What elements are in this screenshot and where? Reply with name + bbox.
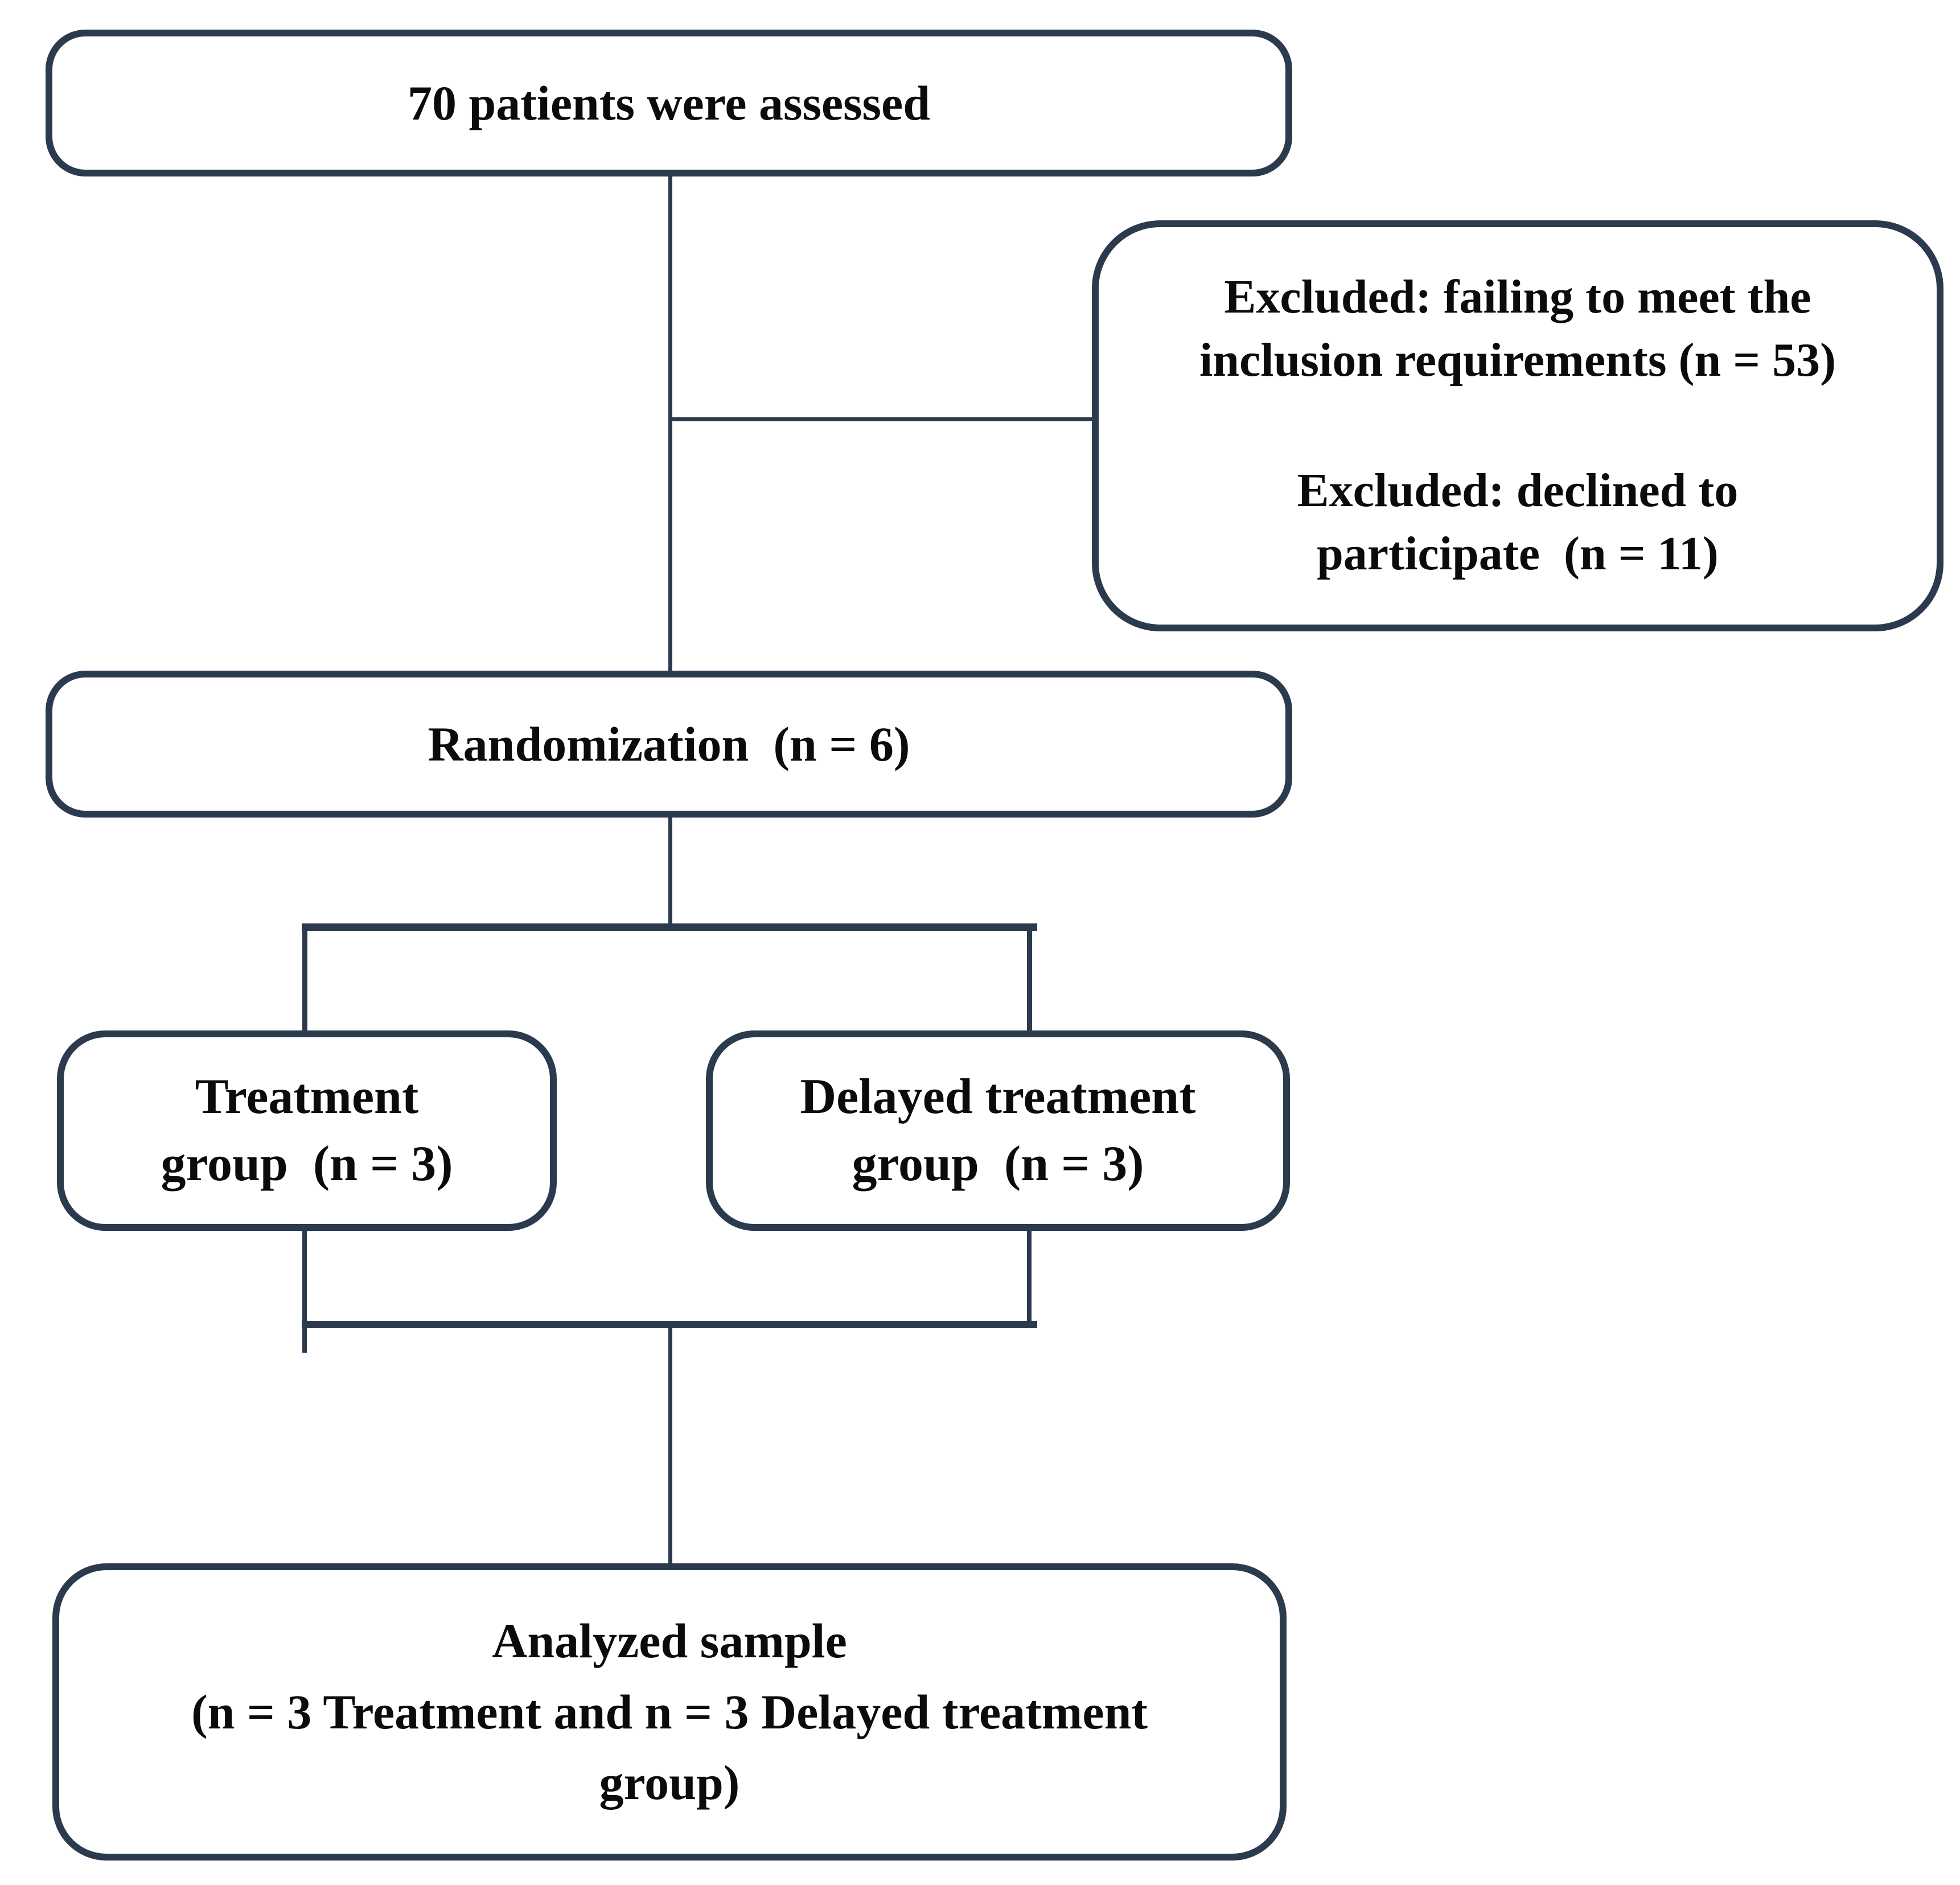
randomization-box: Randomization (n = 6) <box>46 671 1292 818</box>
excluded-box: Excluded: failing to meet the inclusion … <box>1092 220 1943 631</box>
assessed-text: 70 patients were assessed <box>407 76 931 130</box>
delayed-treatment-group-box: Delayed treatment group (n = 3) <box>706 1030 1290 1231</box>
connector-split-to-delayed <box>1027 928 1032 1033</box>
connector-merge-to-analyzed <box>668 1327 672 1566</box>
treatment-text-line: Treatment <box>195 1069 419 1125</box>
connector-merge-bar <box>302 1321 1037 1328</box>
connector-assessed-to-randomization <box>668 176 672 673</box>
connector-split-bar <box>302 923 1037 931</box>
connector-randomization-to-split <box>668 816 672 928</box>
analyzed-text-line: Analyzed sample <box>492 1613 847 1668</box>
excluded-text-line: inclusion requirements (n = 53) <box>1199 334 1836 387</box>
analyzed-sample-box: Analyzed sample (n = 3 Treatment and n =… <box>52 1563 1287 1861</box>
randomization-text: Randomization (n = 6) <box>428 717 910 771</box>
excluded-paragraph-2: Excluded: declined to participate (n = 1… <box>1297 459 1739 586</box>
excluded-text-line: Excluded: failing to meet the <box>1224 270 1811 324</box>
connector-treatment-to-merge <box>302 1229 307 1353</box>
treatment-text-line: group (n = 3) <box>161 1136 453 1192</box>
connector-split-to-treatment <box>302 928 307 1033</box>
analyzed-text-line: (n = 3 Treatment and n = 3 Delayed treat… <box>191 1684 1148 1739</box>
assessed-box: 70 patients were assessed <box>46 30 1292 176</box>
treatment-group-box: Treatment group (n = 3) <box>57 1030 557 1231</box>
connector-branch-to-excluded <box>670 417 1094 421</box>
delayed-text-line: group (n = 3) <box>852 1136 1144 1192</box>
analyzed-text-line: group) <box>599 1755 740 1810</box>
excluded-text-line: Excluded: declined to <box>1297 464 1739 517</box>
connector-delayed-to-merge <box>1027 1229 1032 1325</box>
delayed-text-line: Delayed treatment <box>800 1069 1196 1125</box>
excluded-paragraph-1: Excluded: failing to meet the inclusion … <box>1199 266 1836 392</box>
excluded-text-line: participate (n = 11) <box>1317 527 1719 580</box>
